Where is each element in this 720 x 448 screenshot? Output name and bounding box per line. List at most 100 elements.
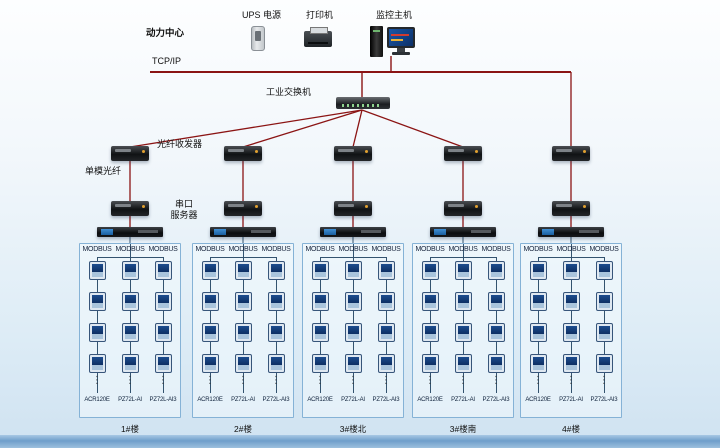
meter-stack [554,261,588,373]
meter-model-label: PZ72L-AI [341,397,365,403]
power-meter-icon [595,261,613,280]
power-meter-icon [421,292,439,311]
vertical-ellipsis: ⋮ [125,375,135,386]
branch-name-label: 2#楼 [234,424,252,434]
fiber-transceiver-icon [224,201,262,216]
ups-device-icon [251,26,265,51]
fiber-transceiver-icon [334,146,372,161]
power-meter-icon [487,261,505,280]
bottom-bar [0,435,720,448]
power-meter-icon [529,354,547,373]
meter-group-box: MODBUS ⋮ ACR120E MODBUS [79,243,181,418]
meter-stack [336,261,370,373]
meter-stack [259,261,293,373]
fiber-transceiver-icon [334,201,372,216]
power-meter-icon [487,323,505,342]
power-meter-icon [201,323,219,342]
column-bus-line [463,244,464,393]
power-meter-icon [154,261,172,280]
meter-column: MODBUS ⋮ ACR120E [303,244,337,417]
column-bus-line [243,244,244,393]
power-meter-icon [562,261,580,280]
vertical-ellipsis: ⋮ [599,375,609,386]
monitor-screen [389,29,413,46]
power-meter-icon [234,354,252,373]
monitor-base [392,52,410,55]
vertical-ellipsis: ⋮ [533,375,543,386]
power-meter-icon [234,292,252,311]
modbus-label: MODBUS [305,246,335,253]
power-meter-icon [201,354,219,373]
host-tower-icon [370,26,383,57]
power-meter-icon [88,354,106,373]
meter-model-label: ACR120E [197,397,223,403]
vertical-ellipsis: ⋮ [92,375,102,386]
power-meter-icon [154,292,172,311]
column-bus-line [130,244,131,393]
meter-stack [369,261,403,373]
meter-model-label: PZ72L-AI [231,397,255,403]
modbus-label: MODBUS [556,246,586,253]
meter-group-box: MODBUS ⋮ ACR120E MODBUS [412,243,514,418]
meter-model-label: PZ72L-AI [118,397,142,403]
power-meter-icon [377,261,395,280]
meter-column: MODBUS ⋮ ACR120E [193,244,227,417]
modbus-label: MODBUS [195,246,225,253]
power-meter-icon [421,261,439,280]
power-meter-icon [311,261,329,280]
serial-server-icon [210,227,276,237]
power-meter-icon [267,354,285,373]
column-bus-line [571,244,572,393]
meter-model-label: ACR120E [307,397,333,403]
printer-icon [304,27,332,47]
power-meter-icon [454,323,472,342]
power-meter-icon [201,261,219,280]
fiber-transceiver-icon [111,146,149,161]
modbus-label: MODBUS [448,246,478,253]
power-meter-icon [487,354,505,373]
power-meter-icon [311,354,329,373]
power-meter-icon [421,323,439,342]
modbus-label: MODBUS [261,246,291,253]
modbus-label: MODBUS [228,246,258,253]
vertical-ellipsis: ⋮ [381,375,391,386]
branch: MODBUS ⋮ ACR120E MODBUS [520,140,622,448]
branch: MODBUS ⋮ ACR120E MODBUS [79,140,181,448]
meter-stack [521,261,555,373]
meter-model-label: ACR120E [525,397,551,403]
power-meter-icon [201,292,219,311]
power-meter-icon [154,354,172,373]
power-meter-icon [267,292,285,311]
meter-model-label: ACR120E [417,397,443,403]
power-meter-icon [267,323,285,342]
meter-column: MODBUS ⋮ PZ72L-AI3 [369,244,403,417]
meter-column: MODBUS ⋮ PZ72L-AI [446,244,480,417]
power-meter-icon [88,261,106,280]
meter-model-label: PZ72L-AI3 [149,397,177,403]
power-meter-icon [234,261,252,280]
modbus-label: MODBUS [115,246,145,253]
serial-server-label: 串口 服务器 [170,199,198,220]
modbus-label: MODBUS [148,246,178,253]
branch: MODBUS ⋮ ACR120E MODBUS [192,140,294,448]
single-mode-fiber-label: 单模光纤 [85,166,122,176]
vertical-ellipsis: ⋮ [458,375,468,386]
fiber-transceiver-icon [111,201,149,216]
power-meter-icon [311,323,329,342]
power-meter-icon [595,354,613,373]
power-meter-icon [344,261,362,280]
meter-group-box: MODBUS ⋮ ACR120E MODBUS [192,243,294,418]
power-meter-icon [454,261,472,280]
power-meter-icon [234,323,252,342]
meter-stack [587,261,621,373]
serial-server-icon [538,227,604,237]
vertical-ellipsis: ⋮ [491,375,501,386]
fiber-transceiver-icon [552,201,590,216]
fiber-transceiver-icon [444,146,482,161]
meter-stack [193,261,227,373]
meter-model-label: PZ72L-AI [451,397,475,403]
power-meter-icon [562,292,580,311]
meter-stack [146,261,180,373]
column-bus-line [353,244,354,393]
power-meter-icon [311,292,329,311]
